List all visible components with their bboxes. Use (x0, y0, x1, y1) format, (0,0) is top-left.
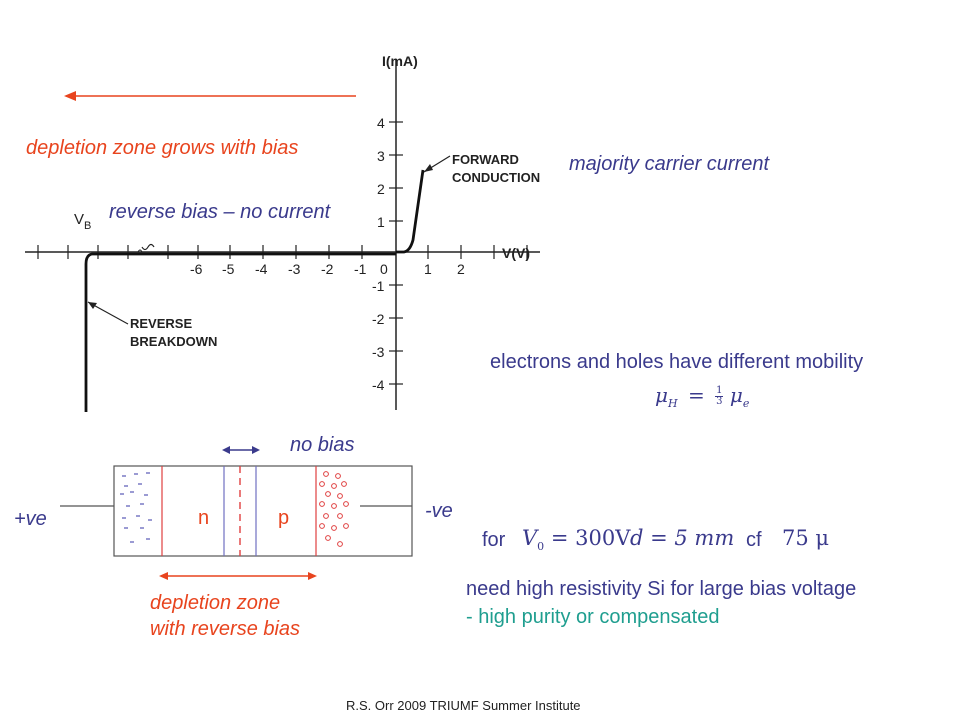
y-ticks (389, 121, 403, 385)
forward-curve (396, 169, 425, 254)
p-label: p (278, 507, 289, 529)
d-formula: d = 5 mm (630, 526, 735, 550)
y-tick-label: -3 (372, 344, 385, 360)
x-axis-label: V(V) (502, 245, 530, 261)
holes (319, 471, 349, 547)
x-tick-label: -1 (354, 261, 367, 277)
majority-carrier-text: majority carrier current (569, 153, 770, 175)
n-label: n (198, 507, 209, 529)
mobility-text: electrons and holes have different mobil… (490, 351, 864, 373)
x-tick-label: -2 (321, 261, 334, 277)
x-tick-label: 2 (457, 261, 465, 277)
vb-label: VB (74, 211, 91, 232)
reverse-bias-text: reverse bias – no current (107, 201, 333, 224)
depletion-zone-arrow (159, 572, 317, 580)
v0-formula: V0 = 300V (522, 526, 631, 554)
y-tick-label: 3 (377, 148, 385, 164)
no-bias-arrow (222, 446, 260, 454)
x-tick-label: -4 (255, 261, 268, 277)
y-tick-label: 4 (377, 115, 385, 131)
reverse-bias-zone-text: with reverse bias (150, 618, 301, 640)
y-axis-label: I(mA) (382, 53, 418, 69)
no-bias-text: no bias (290, 434, 355, 456)
depletion-grows-text: depletion zone grows with bias (26, 137, 299, 159)
axis-break-mark (137, 249, 143, 253)
cf-formula: 75 μ (782, 526, 830, 550)
reverse-curve (84, 252, 396, 412)
axis-break-mark (141, 243, 155, 251)
footer-credit: R.S. Orr 2009 TRIUMF Summer Institute (346, 698, 581, 713)
plus-ve-label: +ve (14, 508, 47, 530)
reverse-direction-arrow (64, 91, 356, 101)
x-tick-label: -3 (288, 261, 301, 277)
pn-junction-diagram: n p (60, 465, 413, 557)
reverse-label: REVERSE (130, 316, 192, 331)
x-tick-label: -6 (190, 261, 203, 277)
minus-ve-label: -ve (425, 500, 453, 522)
for-label: for (482, 529, 506, 551)
forward-label: FORWARD (452, 152, 519, 167)
x-ticks (37, 245, 528, 259)
purity-text: - high purity or compensated (466, 606, 720, 628)
electrons (120, 472, 152, 543)
junction-box (113, 465, 413, 557)
y-tick-label: -2 (372, 311, 385, 327)
cf-label: cf (746, 529, 762, 551)
iv-characteristic-graph: I(mA) V(V) 4 3 2 1 -1 -2 -3 -4 -6 -5 -4 … (25, 53, 540, 412)
x-tick-label: -5 (222, 261, 235, 277)
mobility-formula: μH = 1 3 μe (655, 383, 750, 410)
conduction-label: CONDUCTION (452, 170, 540, 185)
x-tick-label: 1 (424, 261, 432, 277)
y-tick-label: 2 (377, 181, 385, 197)
depletion-zone-text: depletion zone (150, 592, 281, 614)
y-tick-label: -1 (372, 278, 385, 294)
breakdown-label: BREAKDOWN (130, 334, 217, 349)
origin-label: 0 (380, 261, 388, 277)
y-tick-label: -4 (372, 377, 385, 393)
resistivity-text: need high resistivity Si for large bias … (466, 578, 857, 600)
y-tick-label: 1 (377, 214, 385, 230)
